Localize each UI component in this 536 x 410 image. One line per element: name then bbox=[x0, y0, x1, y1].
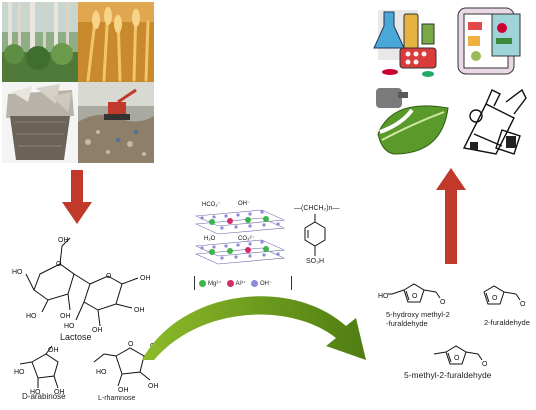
furfural-structure: O O bbox=[483, 285, 526, 308]
al-ion-icon bbox=[226, 279, 234, 287]
ldh-legend: Mg²⁺ Al³⁺ OH⁻ bbox=[194, 276, 292, 290]
hmf-label: 5-hydroxy methyl-2 -furaldehyde bbox=[386, 310, 450, 328]
ldh-label-h2o: H₂O bbox=[204, 236, 216, 242]
legend-al: Al³⁺ bbox=[226, 279, 246, 287]
polymer-formula: —(CHCH₂)n— bbox=[294, 205, 340, 212]
svg-text:O: O bbox=[440, 299, 446, 306]
svg-text:O: O bbox=[128, 341, 134, 348]
mmf-label: 5-methyl-2-furaldehyde bbox=[404, 370, 492, 380]
lactose-label: Lactose bbox=[60, 332, 92, 342]
chemical-industry-icon bbox=[462, 88, 527, 155]
svg-text:HO: HO bbox=[26, 313, 37, 320]
svg-text:OH: OH bbox=[118, 387, 129, 392]
oh-ion-icon bbox=[251, 279, 258, 287]
svg-text:HO: HO bbox=[30, 389, 41, 394]
svg-text:O: O bbox=[492, 295, 498, 302]
landfill-photo bbox=[78, 82, 154, 163]
svg-text:O: O bbox=[482, 361, 488, 368]
svg-text:OH: OH bbox=[134, 307, 145, 314]
legend-oh: OH⁻ bbox=[251, 279, 272, 287]
svg-text:O: O bbox=[454, 355, 460, 362]
svg-text:OH: OH bbox=[148, 383, 159, 390]
svg-text:OH: OH bbox=[48, 347, 59, 354]
down-arrow bbox=[62, 170, 92, 224]
svg-text:OH: OH bbox=[60, 313, 71, 320]
svg-text:HO: HO bbox=[378, 293, 389, 300]
forest-photo bbox=[2, 2, 78, 82]
biomass-collage bbox=[2, 2, 154, 163]
pharmaceuticals-icon bbox=[373, 10, 437, 77]
wheat-photo bbox=[78, 2, 154, 82]
arabinose-label: D-arabinose bbox=[22, 392, 66, 401]
hmf-structure: HO O O bbox=[378, 283, 446, 306]
svg-text:O: O bbox=[412, 293, 418, 300]
ldh-label-hco2: HCO₂⁻ bbox=[202, 202, 221, 208]
svg-text:HO: HO bbox=[64, 323, 75, 330]
mg-ion-icon bbox=[199, 279, 206, 287]
curved-conversion-arrow bbox=[142, 296, 366, 360]
ldh-label-oh: OH⁻ bbox=[238, 201, 250, 207]
rhamnose-label: L-rhamnose bbox=[98, 395, 136, 402]
lactose-structure: OH O HO HO OH O OH OH OH HO bbox=[12, 237, 151, 332]
svg-text:OH: OH bbox=[58, 237, 69, 244]
food-fridge-icon bbox=[457, 7, 521, 75]
ldh-structure: HCO₂⁻ OH⁻ H₂O CO₃²⁻ bbox=[194, 201, 286, 265]
mmf-structure: O O bbox=[433, 345, 488, 368]
arabinose-structure: OH HO HO OH bbox=[14, 345, 65, 394]
benzene-ring bbox=[304, 214, 326, 256]
svg-text:O: O bbox=[106, 273, 112, 280]
svg-text:HO: HO bbox=[12, 269, 23, 276]
paper-waste-photo bbox=[2, 82, 78, 163]
svg-text:OH: OH bbox=[140, 275, 151, 282]
ldh-label-co3: CO₃²⁻ bbox=[238, 236, 255, 242]
furfural-label: 2-furaldehyde bbox=[484, 318, 530, 327]
svg-text:HO: HO bbox=[14, 369, 25, 376]
up-arrow bbox=[436, 168, 466, 264]
svg-text:O: O bbox=[56, 261, 62, 268]
sulfonic-group: SO₃H bbox=[306, 258, 325, 265]
svg-text:O: O bbox=[520, 301, 526, 308]
legend-mg: Mg²⁺ bbox=[199, 279, 222, 287]
biofuel-pump-leaf-icon bbox=[376, 88, 449, 155]
svg-text:OH: OH bbox=[92, 327, 103, 332]
svg-text:OH: OH bbox=[54, 389, 65, 394]
svg-text:HO: HO bbox=[96, 369, 107, 376]
